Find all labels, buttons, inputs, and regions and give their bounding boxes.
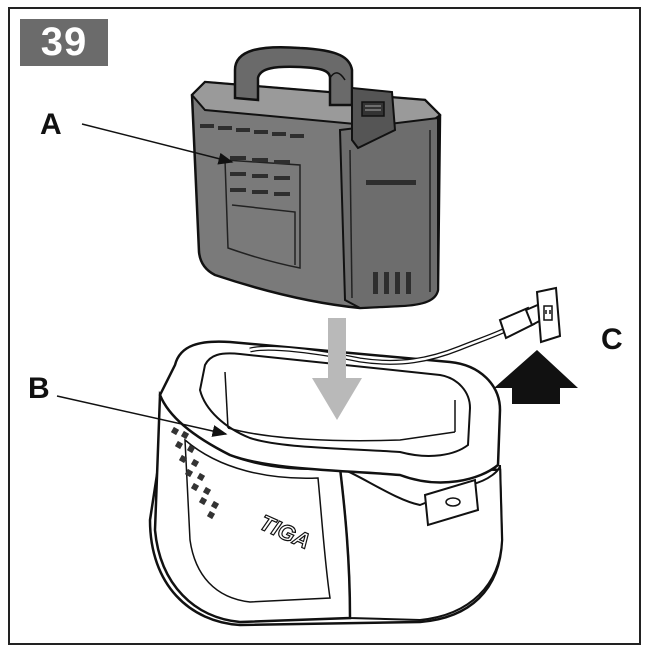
power-cord <box>249 327 507 365</box>
battery-pack <box>190 45 442 310</box>
up-arrow-icon <box>494 350 578 404</box>
leader-lines <box>56 123 234 437</box>
leader-line-a <box>81 123 234 165</box>
step-number-badge: 39 <box>20 19 108 66</box>
callout-a: A <box>40 108 62 141</box>
battery-vents <box>200 124 416 294</box>
callout-c: C <box>601 323 623 356</box>
leader-line-b <box>56 395 228 437</box>
charger-vents <box>170 426 220 520</box>
wall-outlet-icon <box>535 286 562 344</box>
callout-b: B <box>28 372 50 405</box>
charger-unit <box>148 340 504 627</box>
down-arrow-icon <box>312 318 362 420</box>
